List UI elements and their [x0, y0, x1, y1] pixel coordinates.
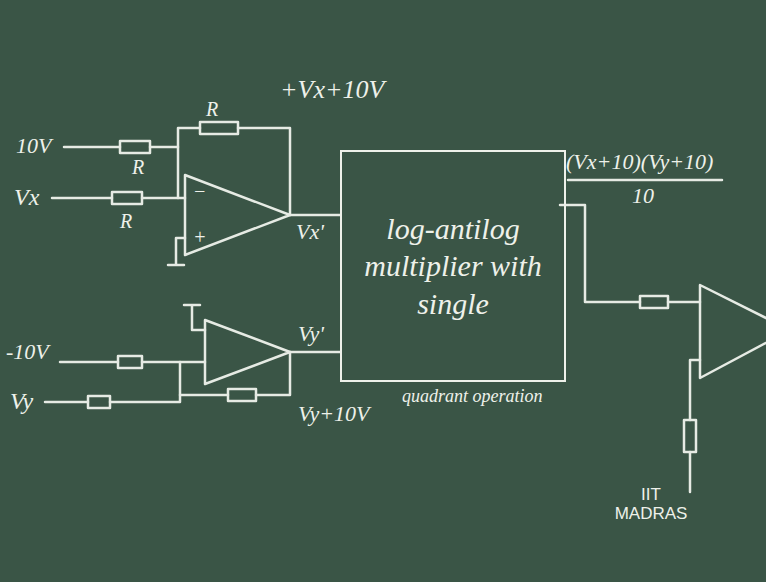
resistor-symbol [640, 296, 668, 308]
resistor-symbol [228, 389, 256, 401]
watermark: IIT MADRAS [606, 486, 696, 523]
resistor-symbol [684, 420, 696, 452]
pin-label: + [193, 226, 207, 248]
opamp-symbol [185, 175, 290, 255]
resistor-label: R [120, 210, 132, 232]
multiplier-block: log-antilog multiplier with singlequadra… [340, 150, 566, 382]
signal-label: +Vx+10V [280, 76, 384, 105]
signal-label: Vy+10V [298, 402, 369, 426]
voltage-label: -10V [6, 340, 49, 364]
wire [178, 128, 290, 215]
wire [60, 361, 205, 364]
resistor-symbol [200, 122, 238, 134]
output-expression: 10 [632, 184, 654, 208]
ground-wire [184, 305, 205, 330]
signal-label: Vy [10, 388, 33, 414]
resistor-label: R [132, 156, 144, 178]
ground-wire [168, 238, 185, 265]
wire [560, 205, 700, 302]
signal-label: Vx [14, 184, 39, 210]
resistor-symbol [88, 396, 110, 408]
resistor-label: R [206, 98, 218, 120]
voltage-label: 10V [16, 134, 51, 158]
pin-label: − [193, 180, 207, 202]
wire [290, 351, 340, 354]
wire [52, 197, 185, 200]
signal-label: Vy' [298, 322, 324, 346]
wire [45, 362, 180, 402]
block-note: quadrant operation [402, 386, 543, 407]
resistor-symbol [112, 192, 142, 204]
fraction-bar [568, 179, 722, 182]
resistor-symbol [118, 356, 142, 368]
opamp-symbol [205, 320, 290, 384]
opamp-symbol [700, 285, 766, 378]
signal-label: Vx' [296, 220, 324, 244]
wire [290, 214, 340, 217]
output-expression: (Vx+10)(Vy+10) [566, 150, 713, 174]
resistor-symbol [120, 141, 150, 153]
block-title: log-antilog multiplier with single [342, 202, 564, 331]
wire [64, 147, 178, 198]
